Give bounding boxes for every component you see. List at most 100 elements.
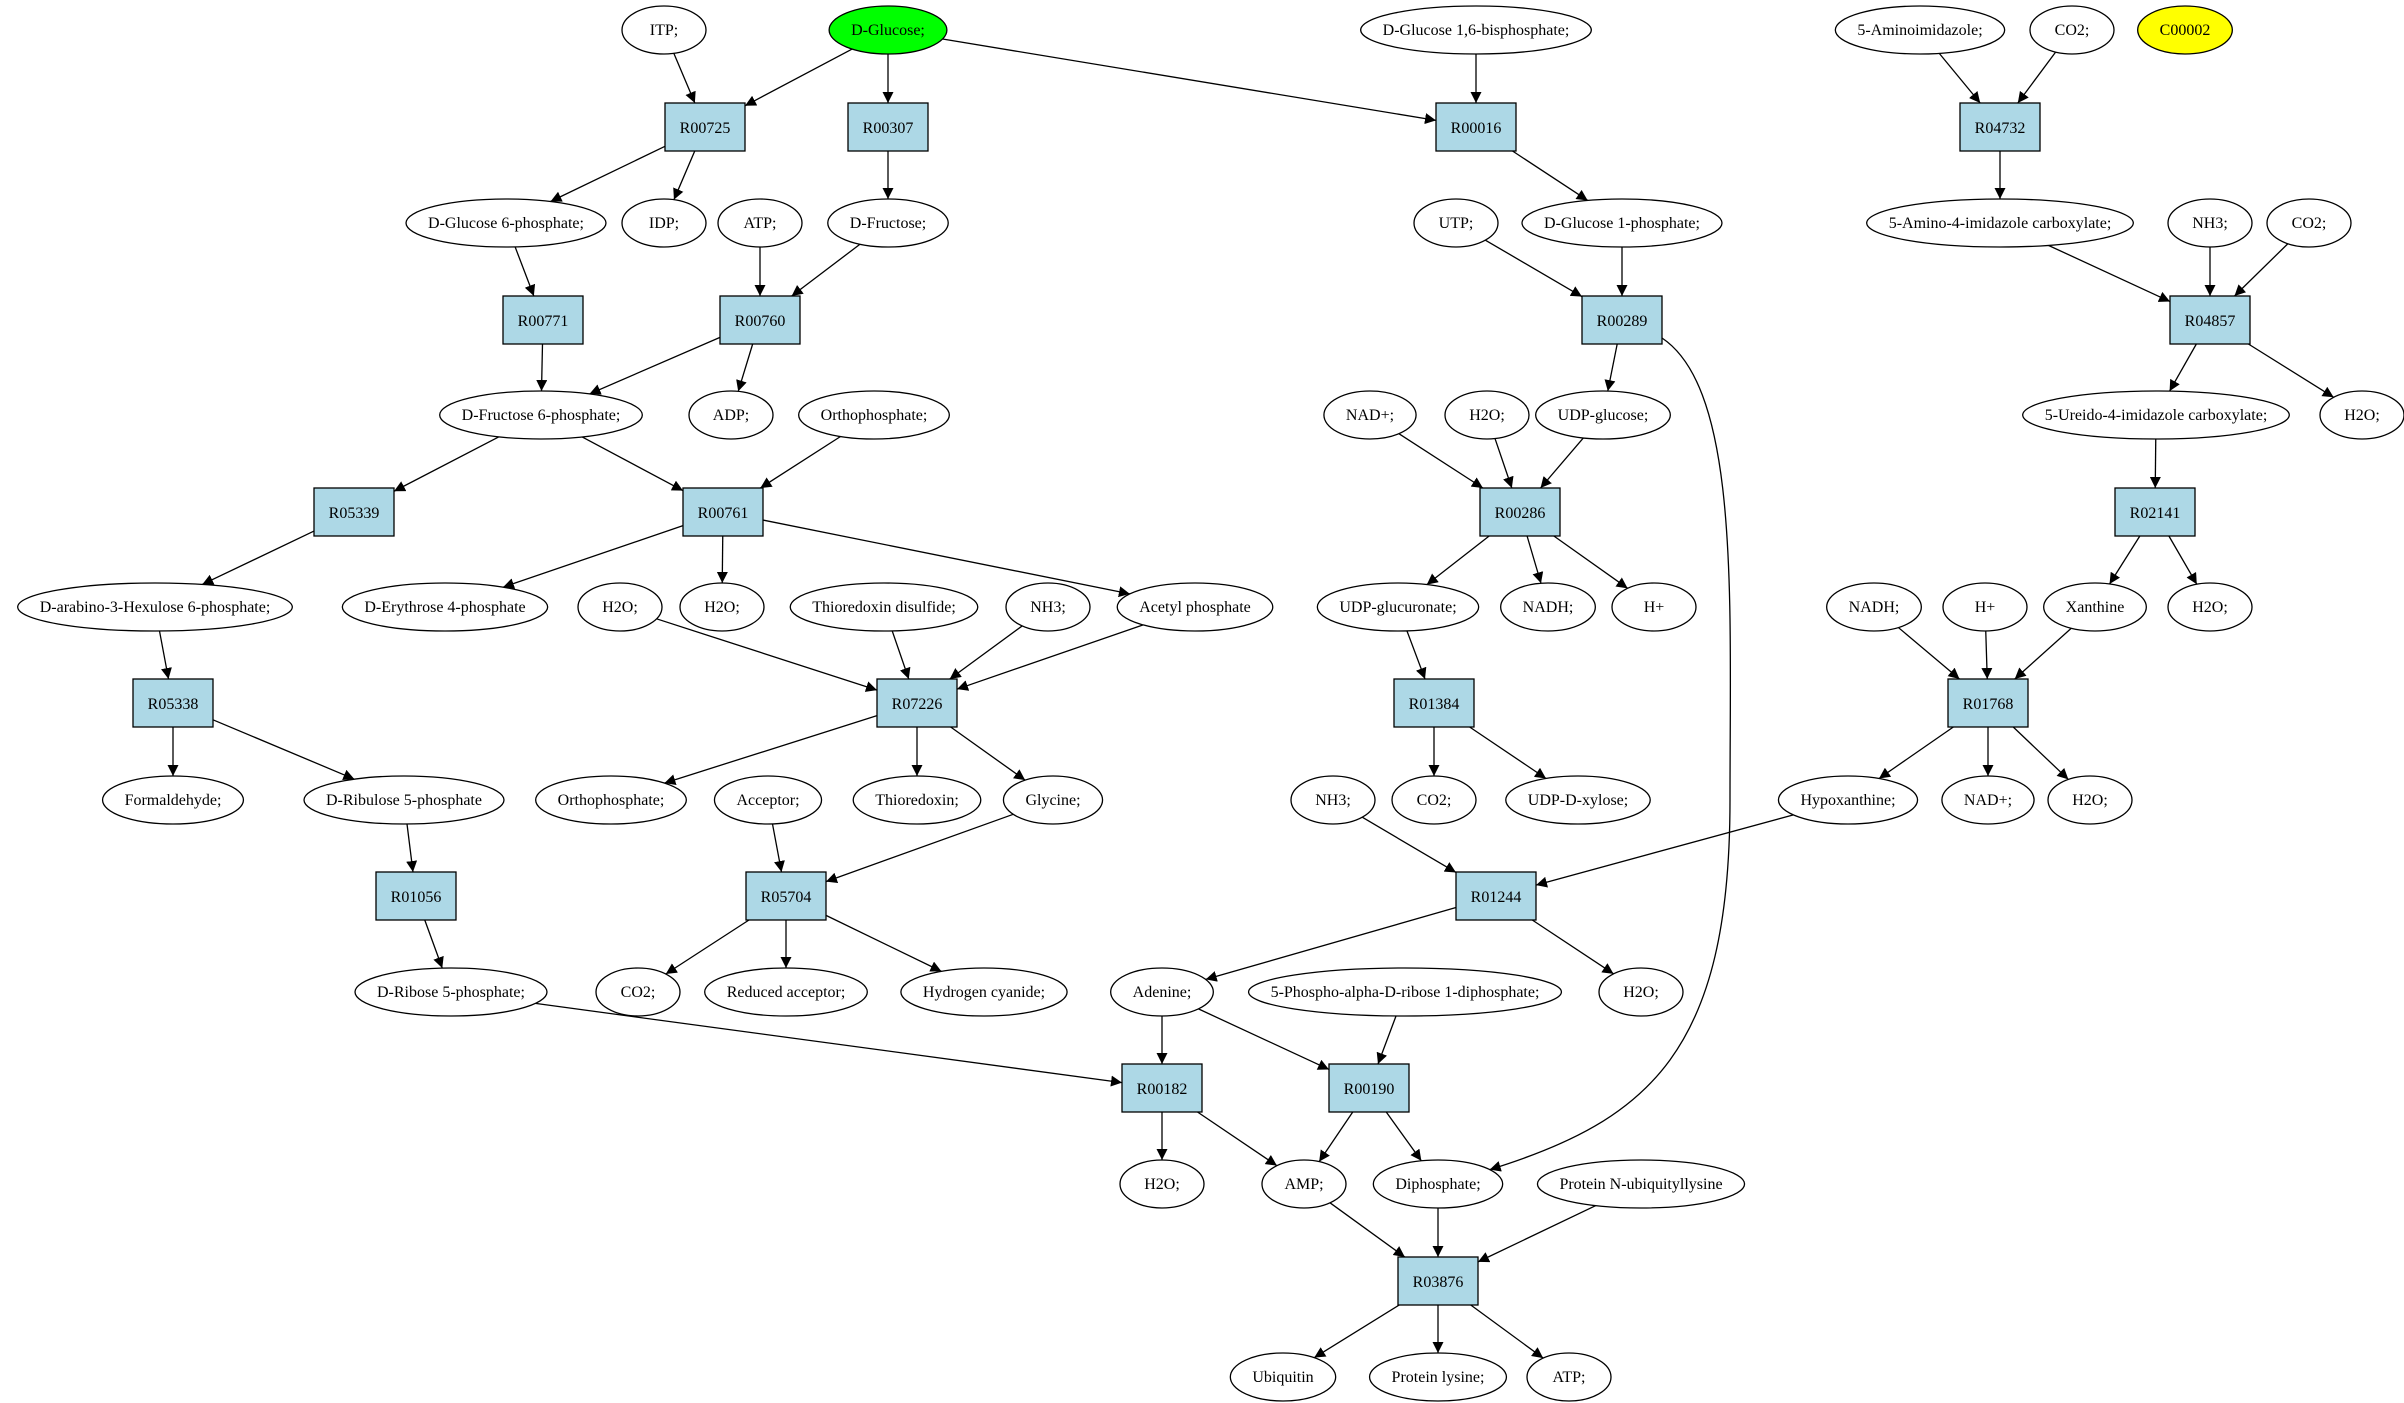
compound-node-d-glucose-6p[interactable]: D-Glucose 6-phosphate; — [405, 198, 607, 248]
compound-label: H2O; — [2072, 792, 2108, 809]
compound-node-d-ribulose-5p[interactable]: D-Ribulose 5-phosphate — [303, 775, 505, 825]
compound-shape — [688, 390, 774, 440]
compound-node-hydrogen-cyanide[interactable]: Hydrogen cyanide; — [900, 967, 1068, 1017]
compound-node-ureido-imidazole-carb[interactable]: 5-Ureido-4-imidazole carboxylate; — [2022, 390, 2290, 440]
compound-node-h2o-d[interactable]: H2O; — [577, 582, 663, 632]
compound-node-acetyl-phosphate[interactable]: Acetyl phosphate — [1116, 582, 1274, 632]
compound-node-aminoimidazole[interactable]: 5-Aminoimidazole; — [1834, 5, 2006, 55]
compound-node-udp-glucuronate[interactable]: UDP-glucuronate; — [1316, 582, 1480, 632]
compound-node-h2o-f[interactable]: H2O; — [2047, 775, 2133, 825]
edge-xanthine-to-r01768 — [2014, 627, 2072, 680]
compound-node-h2o-c[interactable]: H2O; — [679, 582, 765, 632]
compound-node-co2-d[interactable]: CO2; — [595, 967, 681, 1017]
compound-node-ubiquitin[interactable]: Ubiquitin — [1229, 1352, 1337, 1402]
compound-node-adenine[interactable]: Adenine; — [1110, 967, 1214, 1017]
edge-d-glucose-to-r00725 — [744, 48, 853, 107]
compound-node-prpp[interactable]: 5-Phospho-alpha-D-ribose 1-diphosphate; — [1247, 967, 1563, 1017]
compound-node-h-plus-a[interactable]: H+ — [1611, 582, 1697, 632]
compound-node-acceptor[interactable]: Acceptor; — [713, 775, 823, 825]
edge-amino-imidazole-carb-to-r04857 — [2048, 244, 2171, 303]
reaction-node-r00307[interactable]: R00307 — [847, 102, 929, 152]
reaction-node-r03876[interactable]: R03876 — [1397, 1256, 1479, 1306]
reaction-node-r00190[interactable]: R00190 — [1328, 1063, 1410, 1113]
reaction-box — [313, 487, 395, 537]
compound-node-glycine[interactable]: Glycine; — [1002, 775, 1104, 825]
reaction-node-r05704[interactable]: R05704 — [745, 871, 827, 921]
compound-node-thioredoxin[interactable]: Thioredoxin; — [852, 775, 982, 825]
compound-node-co2-c[interactable]: CO2; — [1391, 775, 1477, 825]
compound-node-c00002[interactable]: C00002 — [2137, 5, 2233, 55]
compound-node-h2o-b[interactable]: H2O; — [2319, 390, 2404, 440]
reaction-node-r00016[interactable]: R00016 — [1435, 102, 1517, 152]
compound-node-udp-glucose[interactable]: UDP-glucose; — [1535, 390, 1671, 440]
compound-node-protein-n-ubiquityllysine[interactable]: Protein N-ubiquityllysine — [1536, 1159, 1746, 1209]
compound-node-hypoxanthine[interactable]: Hypoxanthine; — [1777, 775, 1919, 825]
compound-node-formaldehyde[interactable]: Formaldehyde; — [101, 775, 245, 825]
reaction-node-r02141[interactable]: R02141 — [2114, 487, 2196, 537]
compound-node-adp[interactable]: ADP; — [688, 390, 774, 440]
edge-udp-glucuronate-to-r01384 — [1406, 630, 1427, 680]
reaction-node-r01244[interactable]: R01244 — [1455, 871, 1537, 921]
reaction-node-r04857[interactable]: R04857 — [2169, 295, 2251, 345]
reaction-node-r04732[interactable]: R04732 — [1959, 102, 2041, 152]
compound-node-amp[interactable]: AMP; — [1261, 1159, 1347, 1209]
compound-node-h2o-h[interactable]: H2O; — [1119, 1159, 1205, 1209]
reaction-node-r05339[interactable]: R05339 — [313, 487, 395, 537]
compound-node-nh3-b[interactable]: NH3; — [1005, 582, 1091, 632]
reaction-node-r00760[interactable]: R00760 — [719, 295, 801, 345]
compound-node-nh3-a[interactable]: NH3; — [2167, 198, 2253, 248]
compound-node-nh3-c[interactable]: NH3; — [1290, 775, 1376, 825]
compound-node-reduced-acceptor[interactable]: Reduced acceptor; — [704, 967, 868, 1017]
reaction-node-r01384[interactable]: R01384 — [1393, 678, 1475, 728]
reaction-node-r00771[interactable]: R00771 — [502, 295, 584, 345]
compound-node-orthophosphate-b[interactable]: Orthophosphate; — [535, 775, 687, 825]
compound-node-d-glucose-1p[interactable]: D-Glucose 1-phosphate; — [1521, 198, 1723, 248]
compound-node-h-plus-b[interactable]: H+ — [1942, 582, 2028, 632]
reaction-box — [2114, 487, 2196, 537]
reaction-node-r00182[interactable]: R00182 — [1121, 1063, 1203, 1113]
compound-label: Hydrogen cyanide; — [923, 984, 1045, 1001]
compound-node-d-arabino-hexulose-6p[interactable]: D-arabino-3-Hexulose 6-phosphate; — [17, 582, 293, 632]
compound-node-amino-imidazole-carb[interactable]: 5-Amino-4-imidazole carboxylate; — [1866, 198, 2134, 248]
compound-node-h2o-g[interactable]: H2O; — [1598, 967, 1684, 1017]
compound-node-xanthine[interactable]: Xanthine — [2043, 582, 2147, 632]
reaction-node-r01768[interactable]: R01768 — [1947, 678, 2029, 728]
compound-shape — [17, 582, 293, 632]
compound-node-thioredoxin-disulfide[interactable]: Thioredoxin disulfide; — [789, 582, 979, 632]
compound-node-nad-b[interactable]: NAD+; — [1941, 775, 2035, 825]
compound-node-orthophosphate-a[interactable]: Orthophosphate; — [798, 390, 950, 440]
reaction-node-r05338[interactable]: R05338 — [132, 678, 214, 728]
compound-node-d-glucose[interactable]: D-Glucose; — [828, 5, 948, 55]
compound-node-atp-b[interactable]: ATP; — [1526, 1352, 1612, 1402]
reaction-node-r00725[interactable]: R00725 — [664, 102, 746, 152]
compound-node-idp[interactable]: IDP; — [621, 198, 707, 248]
reaction-node-r00286[interactable]: R00286 — [1479, 487, 1561, 537]
compound-node-nadh-a[interactable]: NADH; — [1500, 582, 1596, 632]
reaction-node-r07226[interactable]: R07226 — [876, 678, 958, 728]
compound-node-h2o-e[interactable]: H2O; — [2167, 582, 2253, 632]
compound-node-co2-b[interactable]: CO2; — [2266, 198, 2352, 248]
edge-r00760-to-adp — [736, 343, 754, 392]
compound-node-diphosphate[interactable]: Diphosphate; — [1372, 1159, 1504, 1209]
reaction-node-r01056[interactable]: R01056 — [375, 871, 457, 921]
compound-label: CO2; — [621, 984, 656, 1001]
edge-r07226-to-glycine — [950, 726, 1026, 781]
compound-node-d-fructose[interactable]: D-Fructose; — [827, 198, 949, 248]
compound-shape — [852, 775, 982, 825]
compound-node-udp-d-xylose[interactable]: UDP-D-xylose; — [1505, 775, 1651, 825]
compound-node-protein-lysine[interactable]: Protein lysine; — [1368, 1352, 1508, 1402]
compound-node-itp[interactable]: ITP; — [621, 5, 707, 55]
compound-node-d-ribose-5p[interactable]: D-Ribose 5-phosphate; — [354, 967, 548, 1017]
compound-node-d-erythrose-4p[interactable]: D-Erythrose 4-phosphate — [341, 582, 549, 632]
compound-node-nadh-b[interactable]: NADH; — [1826, 582, 1922, 632]
reaction-node-r00761[interactable]: R00761 — [682, 487, 764, 537]
compound-node-co2-a[interactable]: CO2; — [2029, 5, 2115, 55]
compound-node-atp-a[interactable]: ATP; — [717, 198, 803, 248]
compound-node-utp[interactable]: UTP; — [1413, 198, 1499, 248]
reaction-node-r00289[interactable]: R00289 — [1581, 295, 1663, 345]
compound-node-d-fructose-6p[interactable]: D-Fructose 6-phosphate; — [439, 390, 643, 440]
compound-node-h2o-a[interactable]: H2O; — [1444, 390, 1530, 440]
compound-label: UDP-D-xylose; — [1528, 792, 1628, 809]
compound-node-d-glucose-16bp[interactable]: D-Glucose 1,6-bisphosphate; — [1360, 5, 1592, 55]
compound-node-nad-a[interactable]: NAD+; — [1323, 390, 1417, 440]
